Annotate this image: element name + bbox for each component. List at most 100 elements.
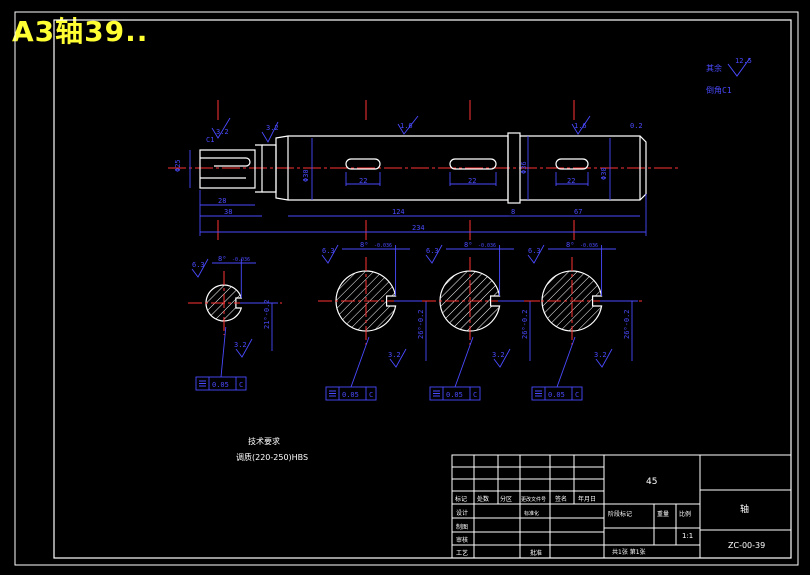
dim-chamfer: C1 bbox=[206, 136, 214, 144]
roughness-prefix: 其余 bbox=[706, 63, 722, 73]
section-markers bbox=[217, 100, 575, 240]
shaft-keyways bbox=[345, 158, 589, 170]
tb-row-0: 设计 bbox=[456, 509, 468, 517]
dim-key3: 22 bbox=[567, 177, 575, 185]
tb-col-4: 签名 bbox=[555, 495, 567, 503]
section-width-tol: -0.036 bbox=[374, 243, 392, 249]
tb-col-0: 标记 bbox=[455, 495, 467, 503]
tolerance-value: 0.05 bbox=[548, 391, 565, 399]
section-roughness-side bbox=[235, 338, 253, 358]
section-width-text: 8⁰ bbox=[566, 241, 574, 249]
tb-col-5: 年月日 bbox=[578, 495, 596, 503]
tb-col-2: 分区 bbox=[500, 495, 512, 503]
dim-seg-28: 28 bbox=[218, 197, 226, 205]
section-view-1: 6.3 8⁰ -0.036 21⁰-0.2 3.2 0.05 C bbox=[188, 255, 282, 391]
section-depth-text: 21⁰-0.2 bbox=[263, 299, 271, 329]
section-rough-side-text: 3.2 bbox=[594, 351, 607, 359]
section-view-2: 6.3 8⁰ -0.036 26⁰-0.2 3.2 0.05 C bbox=[318, 241, 436, 401]
tolerance-value: 0.05 bbox=[212, 381, 229, 389]
section-view-3: 6.3 8⁰ -0.036 26⁰-0.2 3.2 0.05 C bbox=[422, 241, 540, 401]
rough-right: 1.6 bbox=[574, 122, 587, 130]
tb-col-1: 处数 bbox=[477, 495, 489, 503]
section-roughness-top bbox=[321, 244, 339, 264]
tb-drawing-no: ZC-00-39 bbox=[728, 541, 765, 550]
tolerance-leader bbox=[454, 336, 474, 388]
dim-collar-dia: Φ36 bbox=[520, 161, 528, 174]
dim-left-dia: Φ25 bbox=[174, 159, 182, 172]
roughness-value: 12.5 bbox=[735, 57, 752, 65]
section-rough-top-text: 6.3 bbox=[426, 247, 439, 255]
shaft-dimensions bbox=[189, 115, 647, 236]
outer-frame bbox=[14, 11, 799, 566]
symmetry-icon bbox=[329, 390, 336, 397]
section-width-text: 8⁰ bbox=[218, 255, 226, 263]
tb-col-3: 更改文件号 bbox=[521, 496, 546, 503]
section-depth-text: 26⁰-0.2 bbox=[521, 309, 529, 339]
inner-frame bbox=[53, 19, 792, 559]
section-depth-text: 26⁰-0.2 bbox=[623, 309, 631, 339]
shaft-dimension-texts: Φ25 Φ30 Φ36 Φ30 22 22 22 28 38 124 8 67 … bbox=[174, 122, 643, 232]
dim-key1: 22 bbox=[359, 177, 367, 185]
tb-part-name: 轴 bbox=[740, 503, 749, 515]
rough-end: 0.2 bbox=[630, 122, 643, 130]
section-rough-top-text: 6.3 bbox=[192, 261, 205, 269]
dim-seg-124: 124 bbox=[392, 208, 405, 216]
dim-seg-67: 67 bbox=[574, 208, 582, 216]
tolerance-value: 0.05 bbox=[342, 391, 359, 399]
section-width-tol: -0.036 bbox=[232, 257, 250, 263]
section-width-text: 8⁰ bbox=[360, 241, 368, 249]
tolerance-leader bbox=[350, 336, 370, 388]
tb-scale-label: 比例 bbox=[679, 510, 691, 518]
roughness-symbol bbox=[727, 57, 751, 77]
tb-row-1: 制图 bbox=[456, 523, 468, 531]
section-rough-side-text: 3.2 bbox=[234, 341, 247, 349]
tb-material: 45 bbox=[646, 477, 657, 487]
dim-seg-38: 38 bbox=[224, 208, 232, 216]
dim-seg-8: 8 bbox=[511, 208, 515, 216]
rough-left: 3.2 bbox=[216, 128, 229, 136]
tech-requirements: 技术要求 调质(220-250)HBS bbox=[236, 436, 308, 462]
section-roughness-top bbox=[191, 258, 209, 278]
section-roughness-side bbox=[389, 348, 407, 368]
section-rough-top-text: 6.3 bbox=[528, 247, 541, 255]
symmetry-icon bbox=[199, 380, 206, 387]
tech-heading: 技术要求 bbox=[248, 436, 280, 446]
tolerance-datum: C bbox=[473, 391, 477, 399]
tb-standard: 标准化 bbox=[524, 510, 539, 517]
section-rough-side-text: 3.2 bbox=[492, 351, 505, 359]
tolerance-leader bbox=[556, 336, 576, 388]
tb-approve: 批准 bbox=[530, 549, 542, 557]
tolerance-leader bbox=[220, 326, 227, 378]
symmetry-icon bbox=[535, 390, 542, 397]
tolerance-value: 0.05 bbox=[446, 391, 463, 399]
rough-shoulder: 3.2 bbox=[266, 124, 279, 132]
section-width-text: 8⁰ bbox=[464, 241, 472, 249]
tolerance-datum: C bbox=[369, 391, 373, 399]
dim-mid-dia: Φ30 bbox=[302, 169, 310, 182]
tb-scale: 1:1 bbox=[682, 532, 693, 540]
section-width-tol: -0.036 bbox=[478, 243, 496, 249]
section-depth-text: 26⁰-0.2 bbox=[417, 309, 425, 339]
title-block-texts: 45 轴 ZC-00-39 1:1 阶段标记 重量 比例 共1张 第1张 标记 … bbox=[455, 477, 765, 557]
section-width-tol: -0.036 bbox=[580, 243, 598, 249]
dim-right-dia: Φ30 bbox=[600, 167, 608, 180]
dim-key2: 22 bbox=[468, 177, 476, 185]
section-roughness-side bbox=[595, 348, 613, 368]
section-rough-side-text: 3.2 bbox=[388, 351, 401, 359]
tb-sheet: 共1张 第1张 bbox=[612, 548, 646, 556]
tb-row-2: 审核 bbox=[456, 536, 468, 544]
tolerance-datum: C bbox=[239, 381, 243, 389]
symmetry-icon bbox=[433, 390, 440, 397]
section-roughness-top bbox=[425, 244, 443, 264]
section-roughness-top bbox=[527, 244, 545, 264]
tb-stage: 阶段标记 bbox=[608, 510, 632, 518]
section-roughness-side bbox=[493, 348, 511, 368]
tb-weight: 重量 bbox=[657, 510, 669, 518]
title-block bbox=[451, 454, 792, 559]
roughness-note: 其余 12.5 倒角C1 bbox=[706, 57, 752, 95]
shaft-main-view bbox=[199, 132, 647, 204]
dim-overall: 234 bbox=[412, 224, 425, 232]
